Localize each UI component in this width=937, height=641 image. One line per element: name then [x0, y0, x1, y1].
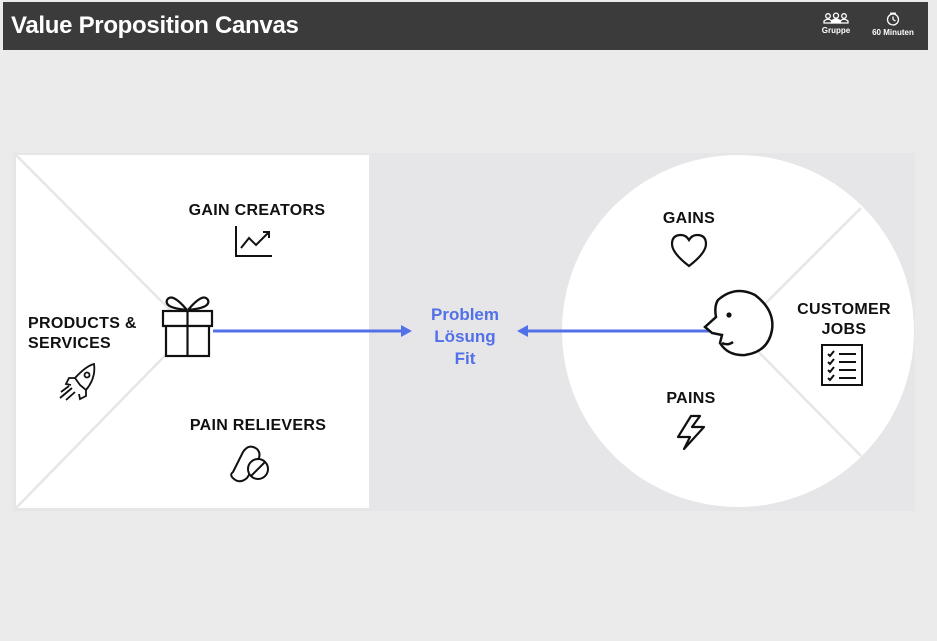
gain-creators-label: GAIN CREATORS — [188, 202, 326, 219]
rocket-icon — [59, 362, 96, 401]
gains-label: GAINS — [662, 210, 716, 227]
customer-jobs-label: CUSTOMER JOBS — [788, 300, 900, 340]
fit-line1: Problem — [430, 305, 500, 324]
pain-relievers-label: PAIN RELIEVERS — [189, 417, 327, 434]
face-icon — [703, 289, 774, 357]
heart-icon — [670, 233, 708, 268]
problem-solution-fit-label: Problem Lösung Fit — [410, 304, 520, 370]
page-title: Value Proposition Canvas — [11, 12, 299, 39]
group-button[interactable]: Gruppe — [815, 12, 857, 35]
products-services-label: PRODUCTS & SERVICES — [28, 314, 148, 354]
timer-label: 60 Minuten — [872, 28, 914, 37]
group-label: Gruppe — [821, 26, 851, 35]
gift-icon — [161, 296, 214, 358]
products-services-line1: PRODUCTS & — [28, 315, 137, 332]
checklist-icon — [821, 344, 863, 386]
lightning-icon — [676, 414, 706, 451]
group-icon — [823, 12, 849, 24]
pains-label: PAINS — [666, 390, 716, 407]
fit-line3: Fit — [454, 349, 476, 368]
timer-icon — [886, 12, 900, 26]
pills-icon — [230, 445, 269, 483]
square-divider-upper — [15, 154, 191, 331]
timer-button[interactable]: 60 Minuten — [865, 12, 921, 37]
fit-line2: Lösung — [434, 327, 496, 346]
header-bar: Value Proposition Canvas Gruppe 60 Minut… — [3, 2, 928, 50]
square-divider-lower — [15, 329, 191, 509]
customer-jobs-line2: JOBS — [821, 321, 867, 338]
products-services-line2: SERVICES — [28, 335, 112, 352]
trending-chart-icon — [235, 226, 272, 257]
customer-jobs-line1: CUSTOMER — [797, 301, 891, 318]
